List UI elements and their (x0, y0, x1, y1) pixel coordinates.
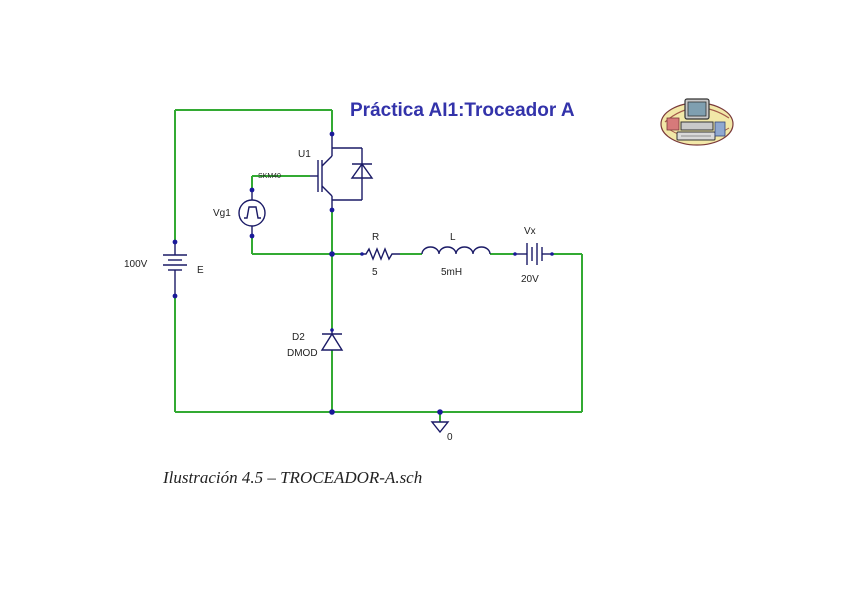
node-diode-top[interactable] (330, 328, 334, 332)
ground-symbol[interactable] (430, 421, 450, 434)
ground-label: 0 (447, 432, 453, 443)
igbt-model: SKM40 (258, 173, 281, 180)
igbt-name: U1 (298, 149, 311, 160)
node-ground[interactable] (437, 409, 443, 415)
igbt-collector-lead (321, 155, 333, 167)
computer-icon (655, 92, 735, 148)
node-resistor-left[interactable] (360, 252, 364, 256)
pulse-source-name: Vg1 (213, 208, 231, 219)
resistor-zigzag (362, 247, 400, 261)
node-emitter[interactable] (329, 207, 335, 213)
diode-name: D2 (292, 332, 305, 343)
inductor-name: L (450, 232, 456, 243)
junction-nodes (172, 131, 554, 415)
ground-triangle (430, 421, 450, 434)
source-vx-value: 20V (521, 274, 539, 285)
igbt-emitter-lead (321, 185, 333, 197)
resistor-r[interactable] (362, 247, 400, 261)
pulse-waveform-icon (244, 206, 261, 219)
schematic-background (160, 95, 590, 440)
source-vx-name: Vx (524, 226, 536, 237)
node-vx-left[interactable] (513, 252, 517, 256)
node-bottom-mid[interactable] (329, 409, 335, 415)
node-mid[interactable] (329, 251, 335, 257)
node-pulse-bottom[interactable] (249, 233, 255, 239)
resistor-value: 5 (372, 267, 378, 278)
inductor-coils (421, 246, 491, 255)
igbt-u1[interactable] (310, 134, 374, 210)
inductor-l[interactable] (421, 246, 491, 255)
node-pulse-top[interactable] (249, 187, 255, 193)
node-collector[interactable] (329, 131, 335, 137)
freewheel-diode-triangle (350, 162, 374, 179)
inductor-value: 5mH (441, 267, 462, 278)
node-source-e-bottom[interactable] (172, 293, 178, 299)
dc-source-vx[interactable] (515, 243, 552, 265)
source-e-value: 100V (124, 259, 148, 270)
source-e-name: E (197, 265, 204, 276)
figure-caption: Ilustración 4.5 – TROCEADOR-A.sch (163, 468, 423, 487)
page-title: Práctica AI1:Troceador A (350, 100, 575, 121)
diode-triangle (320, 332, 344, 351)
wires (174, 109, 583, 422)
node-source-e-top[interactable] (172, 239, 178, 245)
node-vx-right[interactable] (550, 252, 554, 256)
resistor-name: R (372, 232, 379, 243)
diode-model: DMOD (287, 348, 318, 359)
